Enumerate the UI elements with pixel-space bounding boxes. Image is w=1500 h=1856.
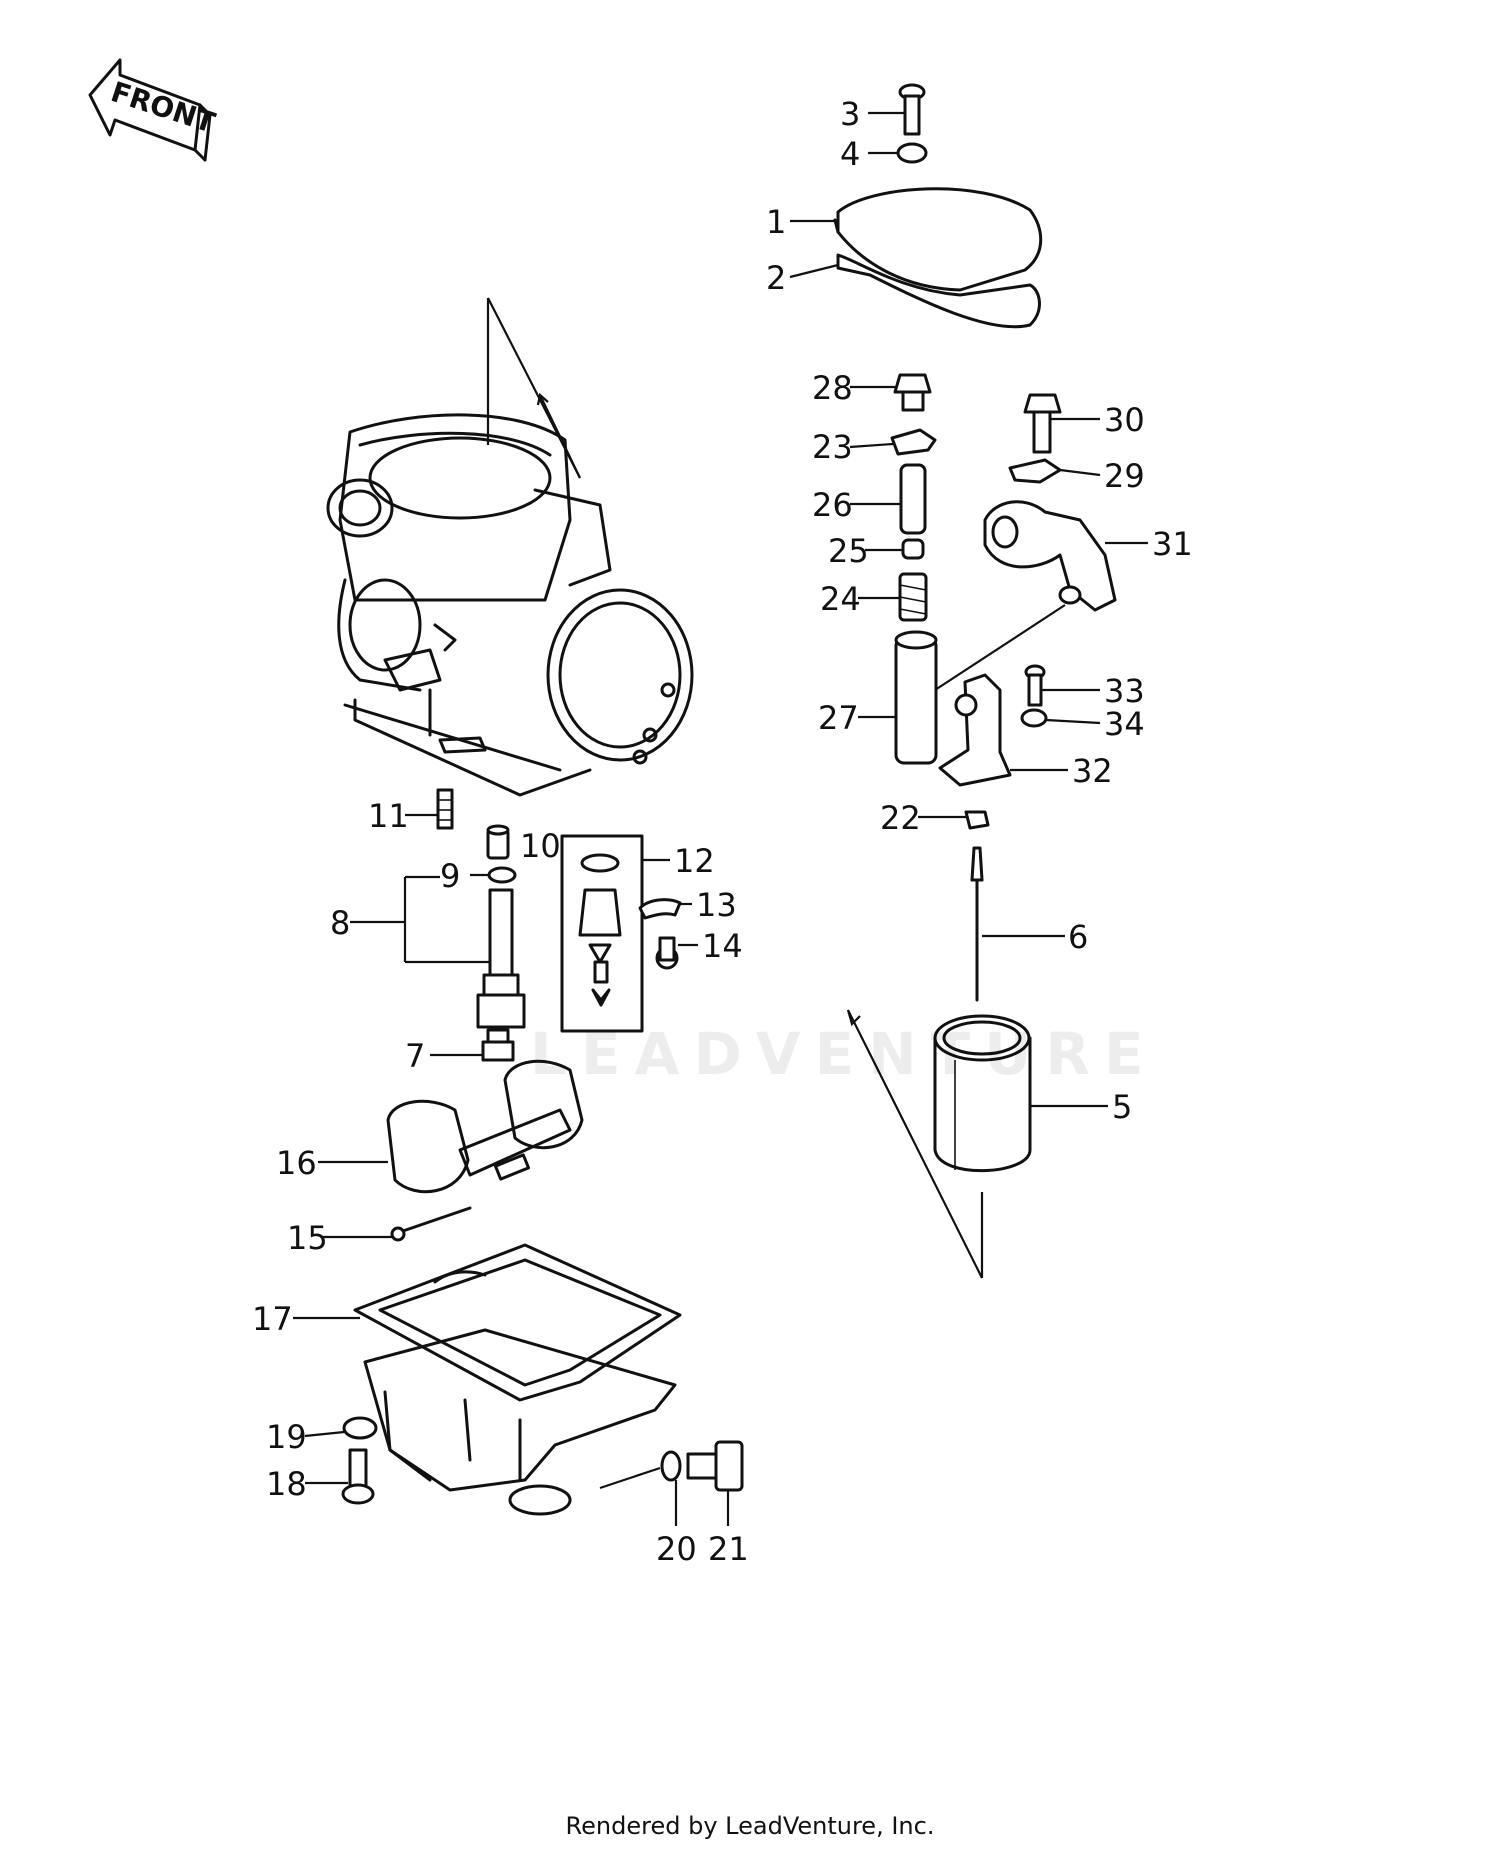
callout-33: 33 xyxy=(1104,672,1145,710)
part-11-screw xyxy=(436,788,454,830)
callout-3: 3 xyxy=(840,95,860,133)
part-9-o-ring xyxy=(487,866,517,884)
part-12-float-valve-kit xyxy=(560,834,644,1033)
part-23-plate xyxy=(890,428,937,456)
part-18-bolt xyxy=(341,1448,375,1505)
callout-27: 27 xyxy=(818,699,859,737)
callout-21: 21 xyxy=(708,1530,749,1568)
part-33-screw xyxy=(1024,664,1046,707)
part-3-screw xyxy=(898,83,926,136)
part-8-needle-jet xyxy=(476,888,526,1029)
callout-10: 10 xyxy=(520,827,561,865)
callout-9: 9 xyxy=(440,857,460,895)
part-15-float-pin xyxy=(390,1206,472,1242)
part-14-screw xyxy=(655,936,679,970)
callout-18: 18 xyxy=(266,1465,307,1503)
part-16-float xyxy=(386,1059,584,1194)
callout-23: 23 xyxy=(812,428,853,466)
part-2-gasket xyxy=(836,253,1041,329)
part-6-jet-needle xyxy=(970,846,984,1002)
callout-12: 12 xyxy=(674,842,715,880)
callout-28: 28 xyxy=(812,369,853,407)
part-17-gasket xyxy=(353,1243,682,1402)
part-4-washer xyxy=(896,142,928,164)
part-30-bolt xyxy=(1023,393,1062,454)
callout-30: 30 xyxy=(1104,401,1145,439)
float-bowl xyxy=(363,1328,677,1516)
part-25-cap xyxy=(901,538,925,560)
callout-16: 16 xyxy=(276,1144,317,1182)
part-21-drain-plug xyxy=(686,1440,744,1492)
part-19-washer xyxy=(342,1416,378,1440)
leader-lines xyxy=(293,111,1148,1526)
callout-1: 1 xyxy=(766,203,786,241)
callout-32: 32 xyxy=(1072,752,1113,790)
part-28-plug xyxy=(893,373,932,412)
part-26-pipe xyxy=(899,463,927,535)
carburetor-body xyxy=(326,297,694,797)
part-29-plate xyxy=(1008,458,1062,484)
callout-29: 29 xyxy=(1104,457,1145,495)
part-1-top-cover xyxy=(833,187,1043,292)
callout-24: 24 xyxy=(820,580,861,618)
callout-11: 11 xyxy=(368,797,409,835)
part-22-clip xyxy=(964,810,990,830)
watermark: LEADVENTURE xyxy=(530,1020,1158,1088)
part-32-bracket xyxy=(938,673,1012,787)
part-24-spring xyxy=(898,572,928,622)
callout-19: 19 xyxy=(266,1418,307,1456)
part-31-lever xyxy=(983,500,1117,612)
part-13-clip xyxy=(638,898,682,920)
callout-4: 4 xyxy=(840,135,860,173)
callout-2: 2 xyxy=(766,259,786,297)
callout-15: 15 xyxy=(287,1219,328,1257)
callout-26: 26 xyxy=(812,486,853,524)
part-10-jet xyxy=(486,824,510,860)
callout-34: 34 xyxy=(1104,705,1145,743)
callout-31: 31 xyxy=(1152,525,1193,563)
callout-7: 7 xyxy=(405,1037,425,1075)
callout-13: 13 xyxy=(696,886,737,924)
part-20-o-ring xyxy=(660,1450,682,1482)
part-27-throttle-valve xyxy=(894,630,938,765)
callout-20: 20 xyxy=(656,1530,697,1568)
callout-5: 5 xyxy=(1112,1088,1132,1126)
callout-17: 17 xyxy=(252,1300,293,1338)
part-34-washer xyxy=(1020,708,1048,728)
callout-22: 22 xyxy=(880,799,921,837)
front-arrow-icon: FRONT xyxy=(88,58,219,162)
callout-8: 8 xyxy=(330,904,350,942)
callout-25: 25 xyxy=(828,532,869,570)
callout-14: 14 xyxy=(702,927,743,965)
part-5-throttle-slide xyxy=(933,1014,1032,1173)
part-7-main-jet xyxy=(481,1028,515,1062)
footer-credit: Rendered by LeadVenture, Inc. xyxy=(565,1812,935,1840)
callout-labels: 3 4 1 2 28 23 30 29 26 31 25 24 33 27 34… xyxy=(252,95,1193,1568)
callout-6: 6 xyxy=(1068,918,1088,956)
